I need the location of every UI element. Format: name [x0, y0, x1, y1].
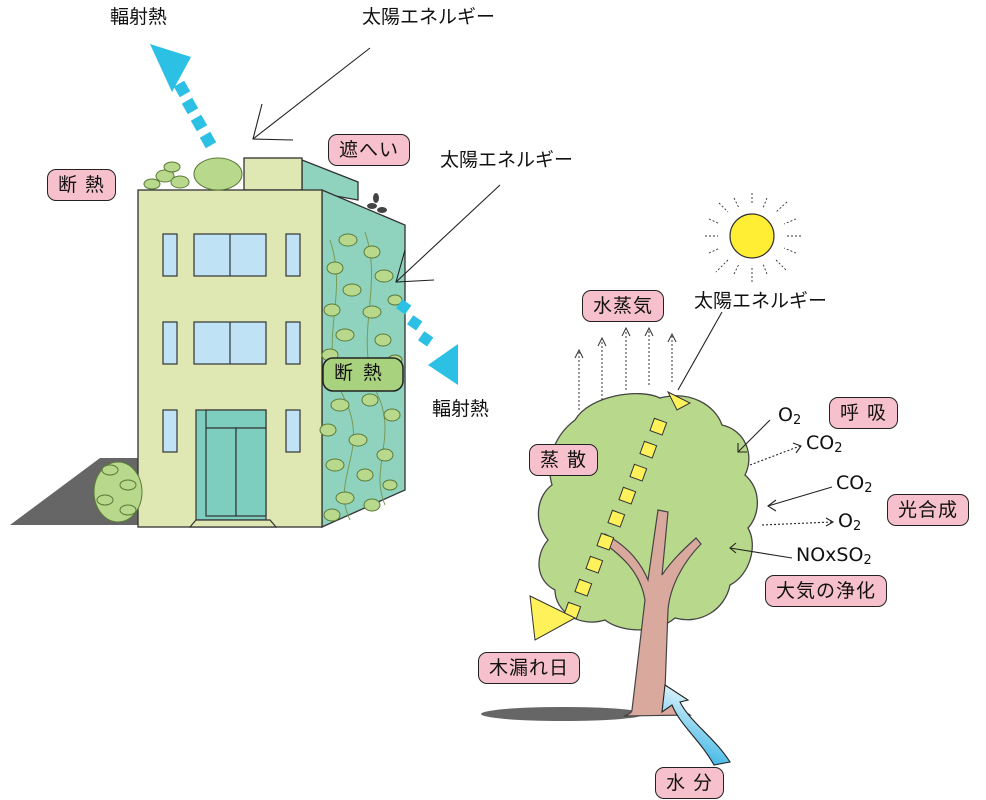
entrance-step — [188, 519, 278, 528]
insulation-wall-label: 断 熱 — [334, 362, 385, 384]
solar-energy-label-top: 太陽エネルギー — [362, 6, 496, 28]
radiant-heat-label-wall: 輻射熱 — [432, 398, 490, 420]
sunlight-beam — [529, 390, 692, 641]
window — [162, 409, 178, 453]
gas-exchange-arrows — [729, 419, 835, 559]
roof-greenery — [143, 157, 243, 191]
photosynthesis-label: 光合成 — [887, 494, 970, 526]
roof-penthouse — [243, 157, 303, 191]
solar-energy-ray-wall — [395, 184, 501, 283]
sun — [705, 193, 802, 282]
co2-intake-label: CO2 — [836, 472, 873, 496]
building — [10, 157, 406, 529]
solar-energy-ray-tree — [677, 311, 723, 391]
window — [285, 233, 301, 277]
o2-intake-label: O2 — [778, 404, 802, 428]
roof-plant — [367, 193, 387, 213]
transpiration-label: 蒸 散 — [529, 444, 599, 476]
shading-label: 遮へい — [328, 134, 411, 166]
window — [285, 409, 301, 453]
water-vapor-arrows — [574, 326, 677, 410]
insulation-wall-box — [322, 357, 404, 392]
water-arrow — [661, 684, 731, 766]
insulation-roof-label: 断 熱 — [47, 169, 117, 201]
ground-bush — [93, 461, 143, 523]
radiant-heat-label-top: 輻射熱 — [110, 6, 168, 28]
window — [285, 321, 301, 365]
solar-energy-label-tree: 太陽エネルギー — [694, 290, 828, 312]
tree-shadow — [481, 707, 645, 721]
noxso2-label: NOxSO2 — [796, 544, 872, 568]
o2-release-label: O2 — [838, 510, 862, 534]
respiration-label: 呼 吸 — [829, 397, 899, 429]
wall-ivy — [319, 231, 403, 522]
window — [162, 321, 178, 365]
solar-energy-ray-top — [252, 47, 371, 141]
entrance-transom — [205, 409, 267, 429]
solar-energy-label-wall: 太陽エネルギー — [440, 149, 574, 171]
entrance-door-right — [235, 427, 267, 517]
radiant-heat-arrow-top — [150, 44, 217, 149]
water-vapor-label: 水蒸気 — [582, 290, 665, 322]
co2-release-label: CO2 — [806, 432, 843, 456]
water-label: 水 分 — [655, 767, 725, 799]
entrance-door-left — [205, 427, 237, 517]
radiant-heat-arrow-wall — [396, 299, 458, 385]
air-purification-label: 大気の浄化 — [765, 575, 888, 607]
window — [162, 233, 178, 277]
sunlight-through-leaves-label: 木漏れ日 — [478, 652, 581, 684]
